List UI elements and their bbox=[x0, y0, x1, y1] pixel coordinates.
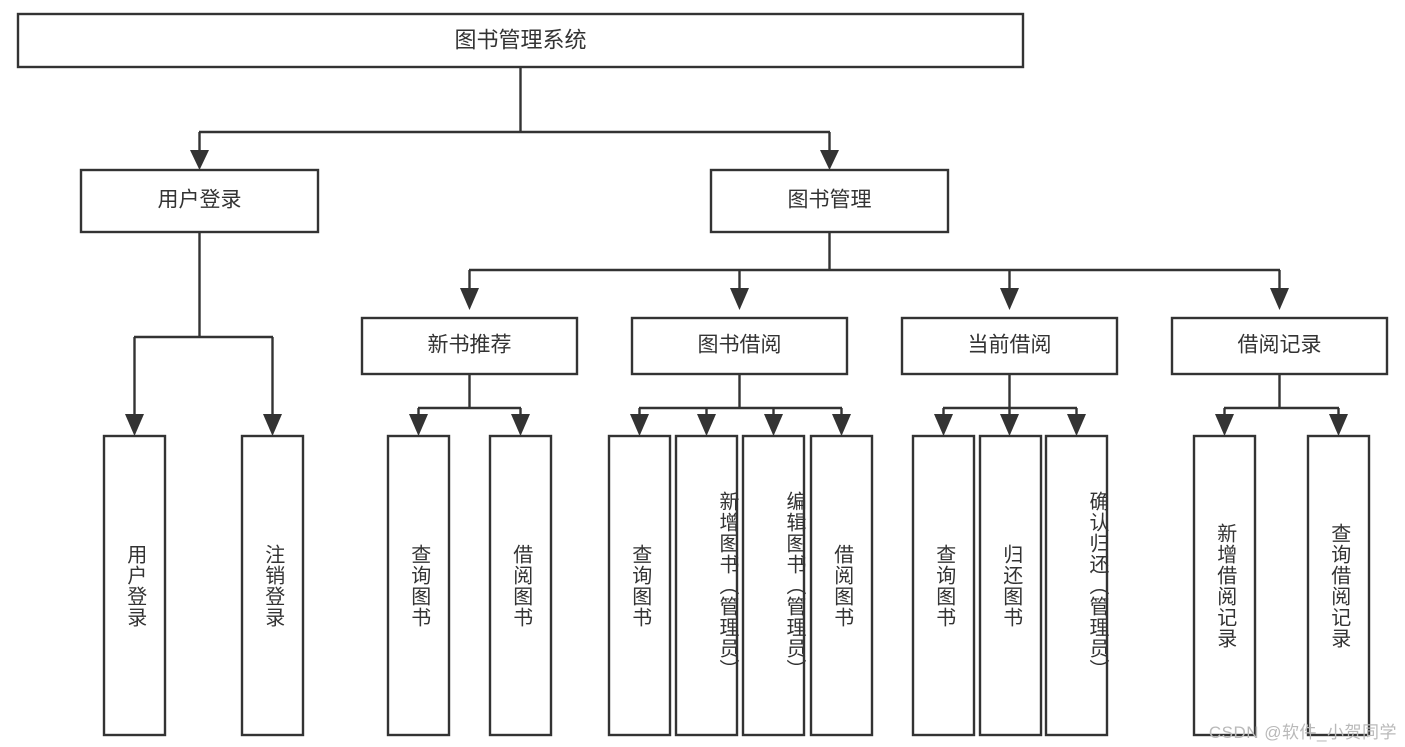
csdn-watermark: CSDN @软件_小贺同学 bbox=[1208, 723, 1397, 742]
node-user-login-label: 用户登录 bbox=[158, 189, 242, 212]
leaf-box-user-login-1[interactable] bbox=[240, 434, 305, 737]
node-current-borrow-box[interactable] bbox=[900, 316, 1119, 376]
leaf-box-borrow-record-0[interactable] bbox=[1192, 434, 1257, 737]
leaf-box-current-borrow-0[interactable] bbox=[911, 434, 976, 737]
node-new-book-recommend[interactable]: 新书推荐 bbox=[360, 316, 579, 376]
arrow-head-user-login-leaf-1 bbox=[263, 414, 282, 436]
arrow-head-current-borrow-leaf-0 bbox=[934, 414, 953, 436]
arrow-head-book-manage bbox=[820, 150, 839, 170]
arrow-head-l3-3 bbox=[1270, 288, 1289, 310]
node-book-borrow-label: 图书借阅 bbox=[698, 334, 782, 357]
node-book-borrow[interactable]: 图书借阅 bbox=[630, 316, 849, 376]
leaf-box-user-login-0[interactable] bbox=[102, 434, 167, 737]
arrow-head-current-borrow-leaf-2 bbox=[1067, 414, 1086, 436]
node-book-manage[interactable]: 图书管理 bbox=[709, 168, 950, 234]
node-borrow-record-label: 借阅记录 bbox=[1238, 334, 1322, 357]
arrow-head-book-borrow-leaf-1 bbox=[697, 414, 716, 436]
node-user-login-box[interactable] bbox=[79, 168, 320, 234]
leaf-box-current-borrow-2[interactable] bbox=[1044, 434, 1109, 737]
arrow-head-borrow-record-leaf-0 bbox=[1215, 414, 1234, 436]
node-user-login[interactable]: 用户登录 bbox=[79, 168, 320, 234]
leaf-box-book-borrow-0[interactable] bbox=[607, 434, 672, 737]
arrow-head-book-borrow-leaf-3 bbox=[832, 414, 851, 436]
arrow-head-l3-0 bbox=[460, 288, 479, 310]
leaf-box-current-borrow-1[interactable] bbox=[978, 434, 1043, 737]
node-book-manage-label: 图书管理 bbox=[788, 189, 872, 212]
arrow-head-l3-1 bbox=[730, 288, 749, 310]
node-root-label: 图书管理系统 bbox=[454, 27, 586, 52]
node-borrow-record[interactable]: 借阅记录 bbox=[1170, 316, 1389, 376]
leaf-box-book-borrow-1[interactable] bbox=[674, 434, 739, 737]
node-root-box[interactable] bbox=[16, 12, 1025, 69]
arrow-head-new-book-leaf-1 bbox=[511, 414, 530, 436]
arrow-head-l3-2 bbox=[1000, 288, 1019, 310]
node-borrow-record-box[interactable] bbox=[1170, 316, 1389, 376]
node-new-book-recommend-label: 新书推荐 bbox=[428, 334, 512, 357]
leaf-box-new-book-1[interactable] bbox=[488, 434, 553, 737]
arrow-head-new-book-leaf-0 bbox=[409, 414, 428, 436]
arrow-head-user-login-leaf-0 bbox=[125, 414, 144, 436]
arrow-head-borrow-record-leaf-1 bbox=[1329, 414, 1348, 436]
node-book-borrow-box[interactable] bbox=[630, 316, 849, 376]
arrow-head-user-login bbox=[190, 150, 209, 170]
arrow-head-current-borrow-leaf-1 bbox=[1000, 414, 1019, 436]
node-book-manage-box[interactable] bbox=[709, 168, 950, 234]
arrow-head-book-borrow-leaf-0 bbox=[630, 414, 649, 436]
arrow-head-book-borrow-leaf-2 bbox=[764, 414, 783, 436]
node-new-book-recommend-box[interactable] bbox=[360, 316, 579, 376]
leaf-box-book-borrow-3[interactable] bbox=[809, 434, 874, 737]
node-current-borrow-label: 当前借阅 bbox=[968, 334, 1052, 357]
leaf-box-book-borrow-2[interactable] bbox=[741, 434, 806, 737]
node-root[interactable]: 图书管理系统 bbox=[16, 12, 1025, 69]
leaf-box-new-book-0[interactable] bbox=[386, 434, 451, 737]
connectors bbox=[125, 67, 1348, 436]
node-current-borrow[interactable]: 当前借阅 bbox=[900, 316, 1119, 376]
leaf-box-borrow-record-1[interactable] bbox=[1306, 434, 1371, 737]
